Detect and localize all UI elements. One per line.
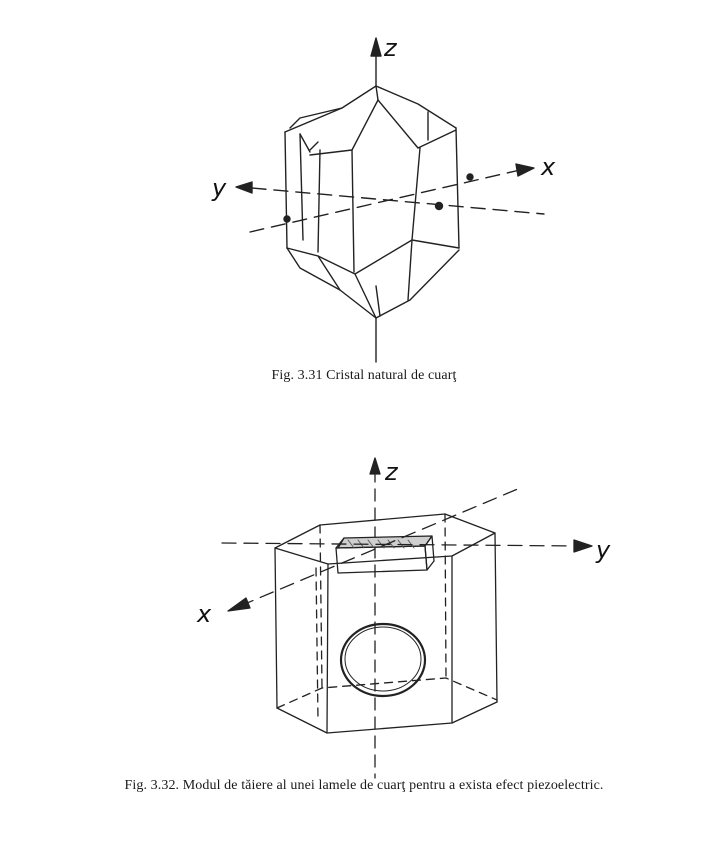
quartz-crystal-drawing: [235, 37, 545, 363]
y-axis-label: y: [596, 536, 611, 564]
x-axis: [249, 163, 535, 233]
z-axis: [370, 37, 382, 363]
y-axis: [235, 181, 545, 215]
z-axis-label: z: [385, 458, 398, 486]
z-axis-label: z: [384, 34, 397, 62]
x-axis: [227, 487, 521, 612]
hexagonal-prism: [274, 513, 498, 734]
figure-natural-quartz-crystal: z x y Fig. 3.31 Cristal natural de cuarţ: [0, 0, 728, 400]
cut-lamella: [335, 535, 435, 574]
x-axis-label: x: [541, 153, 556, 181]
quartz-cut-drawing: [221, 457, 593, 779]
ellipse-section: [339, 622, 427, 698]
figure-1-caption: Fig. 3.31 Cristal natural de cuarţ: [271, 368, 457, 383]
y-axis-label: y: [212, 174, 227, 202]
crystal-outline: [284, 85, 460, 319]
y-axis: [221, 539, 593, 553]
figure-2-caption: Fig. 3.32. Modul de tăiere al unei lamel…: [124, 778, 604, 793]
figure-quartz-plate-cut: z y x Fig. 3.32. Modul de tăiere al unei…: [0, 440, 728, 842]
x-axis-label: x: [197, 600, 212, 628]
